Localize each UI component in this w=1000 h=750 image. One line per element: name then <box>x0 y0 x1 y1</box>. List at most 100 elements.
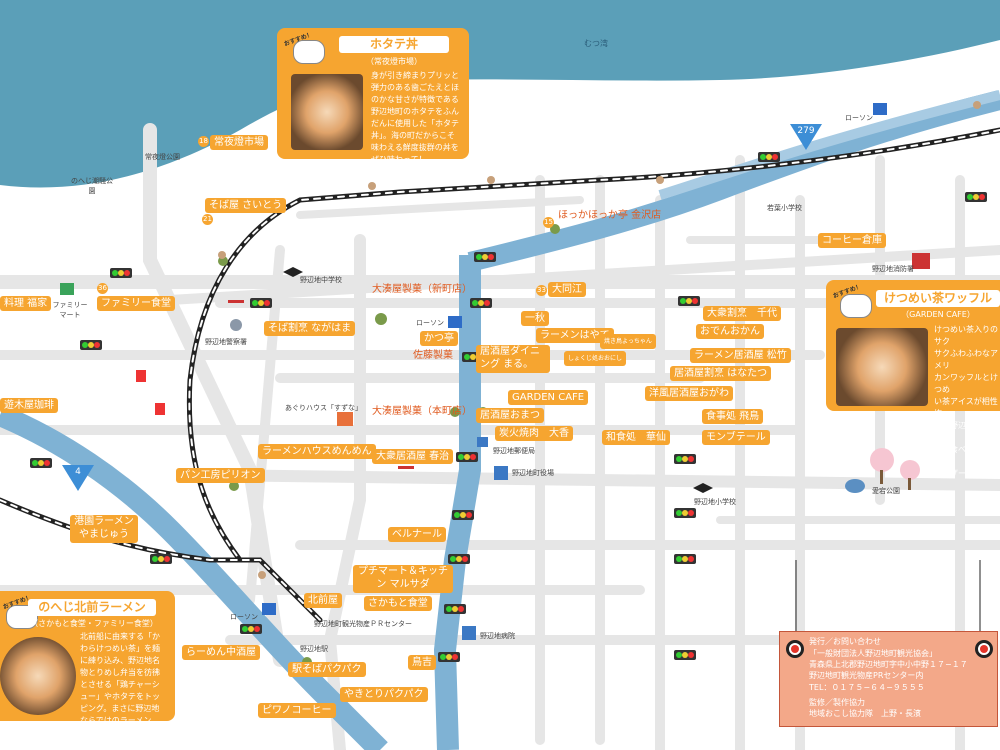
feature-card-waffle: おすすめ！ けつめい茶ワッフル （GARDEN CAFE） けつめい茶入りのサク… <box>826 280 1000 478</box>
post-office-icon <box>477 437 488 447</box>
info-line-4: 野辺地町観光物産PRセンター内 <box>809 671 924 680</box>
restaurant-label[interactable]: 和食処 華仙 <box>602 430 670 445</box>
feature-subtitle: （常夜燈市場） <box>366 57 422 66</box>
feature-card-hotate: おすすめ！ ホタテ丼 （常夜燈市場） 身が引き締まりプリッと 弾力のある歯ごたえ… <box>277 28 469 164</box>
familymart-icon <box>60 283 74 295</box>
place-wakaba-school: 若葉小学校 <box>767 204 802 212</box>
feature-title: けつめい茶ワッフル <box>876 290 1000 307</box>
feature-card-ramen: おすすめ！ のへじ北前ラーメン （さかもと食堂・ファミリー食堂） 北前船に由来す… <box>0 591 175 725</box>
restaurant-label[interactable]: モンブテール <box>702 430 770 445</box>
feature-description: 北前船に由来する「か わらけつめい茶」を麺 に練り込み、野辺地名 物とりめし弁当… <box>80 632 160 725</box>
pin-icon <box>786 640 804 658</box>
restaurant-label[interactable]: 佐藤製菓 <box>413 350 453 361</box>
number-badge: 15 <box>543 217 554 228</box>
sea-label: むつ湾 <box>584 39 608 48</box>
restaurant-label[interactable]: ラーメン居酒屋 松竹 <box>690 348 791 363</box>
restaurant-label[interactable]: らーめん中酒屋 <box>182 645 260 660</box>
feature-title: ホタテ丼 <box>339 36 449 53</box>
restaurant-label[interactable]: プチマート＆キッチン マルサダ <box>353 565 453 593</box>
place-junior-high: 野辺地中学校 <box>300 276 342 284</box>
restaurant-label[interactable]: 居酒屋割烹 はなたつ <box>670 366 772 381</box>
place-station: 野辺地駅 <box>300 645 328 653</box>
place-lawson-1: ローソン <box>845 114 873 122</box>
restaurant-label[interactable]: 遊木屋珈琲 <box>0 398 58 413</box>
place-town-hall: 野辺地町役場 <box>512 469 554 477</box>
town-hall-icon <box>494 466 508 480</box>
feature-title: のへじ北前ラーメン <box>28 599 156 616</box>
school-icon <box>283 267 713 493</box>
restaurant-label[interactable]: 大同江 <box>548 282 586 297</box>
restaurant-label[interactable]: そば屋 さいとう <box>205 198 287 213</box>
info-line-7: 地域おこし協力隊 上野・長濱 <box>809 709 921 718</box>
restaurant-label[interactable]: コーヒー倉庫 <box>818 233 886 248</box>
place-post-office: 野辺地郵便局 <box>493 447 535 455</box>
info-line-2: 「一般財団法人野辺地町観光協会」 <box>809 649 937 658</box>
fire-station-icon <box>912 253 930 269</box>
torii-icon <box>228 300 244 303</box>
windmill-icon <box>218 101 981 579</box>
info-sign: 発行／お問い合わせ 「一般財団法人野辺地町観光協会」 青森県上北郡野辺地町字中小… <box>779 631 998 727</box>
pin-icon <box>975 640 993 658</box>
restaurant-label[interactable]: 炭火焼肉 大香 <box>495 426 573 441</box>
pond <box>845 479 865 493</box>
restaurant-label[interactable]: 大衆割烹 千代 <box>703 306 781 321</box>
restaurant-label[interactable]: 大湊屋製菓（本町店） <box>372 406 472 417</box>
traffic-light-icon <box>30 152 987 662</box>
restaurant-label[interactable]: 居酒屋ダイニング まる。 <box>476 345 550 373</box>
restaurant-label[interactable]: 大衆居酒屋 春治 <box>372 449 454 464</box>
restaurant-label[interactable]: ラーメンハウスめんめん <box>258 444 376 459</box>
route-4-road <box>0 404 388 750</box>
restaurant-label[interactable]: ファミリー食堂 <box>97 296 175 311</box>
restaurant-label[interactable]: 料理 福家 <box>0 296 52 311</box>
restaurant-label[interactable]: 常夜燈市場 <box>210 135 268 150</box>
feature-subtitle: （さかもと食堂・ファミリー食堂） <box>30 619 158 628</box>
restaurant-label[interactable]: 居酒屋おまつ <box>476 408 544 423</box>
place-lawson-3: ローソン <box>230 613 258 621</box>
restaurant-label[interactable]: 焼き鳥よっちゃん <box>600 334 656 349</box>
restaurant-label[interactable]: ピワノコーヒー <box>258 703 336 718</box>
place-jyoyato-park: 常夜燈公園 <box>145 153 180 161</box>
restaurant-label[interactable]: ほっかほっか亭 金沢店 <box>558 210 662 221</box>
info-line-1: 発行／お問い合わせ <box>809 637 881 646</box>
feature-description: 身が引き締まりプリッと 弾力のある歯ごたえとほ のかな甘さが特徴である 野辺地町… <box>371 71 459 164</box>
place-agurihouse: あぐりハウス「すずな」 <box>285 404 362 412</box>
restaurant-label[interactable]: しょくじ処おおにし <box>564 351 627 366</box>
restaurant-label[interactable]: ラーメンはやて <box>536 328 614 343</box>
canal <box>467 90 1000 272</box>
place-lawson-2: ローソン <box>416 319 444 327</box>
sakura-icon <box>870 448 920 490</box>
restaurant-label[interactable]: 港園ラーメン やまじゅう <box>70 515 138 543</box>
hospital-icon <box>462 626 476 640</box>
restaurant-label[interactable]: パン工房ピリオン <box>176 468 265 483</box>
restaurant-label[interactable]: かつ亭 <box>420 331 458 346</box>
gas-station-icon <box>136 370 146 382</box>
torii-icon <box>398 466 414 469</box>
restaurant-label[interactable]: やきとりパクパク <box>340 687 428 702</box>
restaurant-label[interactable]: ベルナール <box>388 527 446 542</box>
place-police: 野辺地警察署 <box>205 338 247 346</box>
restaurant-label[interactable]: さかもと食堂 <box>364 596 432 611</box>
restaurant-label[interactable]: 一秋 <box>521 311 549 326</box>
restaurant-label[interactable]: 北前屋 <box>304 593 342 608</box>
restaurant-label[interactable]: 駅そばパクパク <box>288 662 366 677</box>
sign-strings <box>795 560 981 640</box>
lawson-icon <box>262 603 276 615</box>
restaurant-label[interactable]: 鳥吉 <box>408 655 436 670</box>
place-familymart: ファミリーマート <box>52 301 88 319</box>
restaurant-label[interactable]: 食事処 飛鳥 <box>702 409 764 424</box>
info-line-6: 監修／製作協力 <box>809 698 865 707</box>
restaurant-label[interactable]: おでんおかん <box>696 324 764 339</box>
pointing-hand-icon <box>293 40 325 64</box>
route-279-shield: 279 <box>790 124 822 150</box>
restaurant-label[interactable]: 洋風居酒屋おがわ <box>645 386 733 401</box>
pointing-hand-icon <box>840 294 872 318</box>
restaurant-label[interactable]: そば割烹 ながはま <box>264 321 356 336</box>
restaurant-label[interactable]: 大湊屋製菓（新町店） <box>372 284 472 295</box>
waffle-photo <box>836 328 928 406</box>
number-badge: 33 <box>536 285 547 296</box>
place-elementary: 野辺地小学校 <box>694 498 736 506</box>
route-279-road <box>658 90 1000 200</box>
info-line-5: TEL：０１７５−６４−９５５５ <box>809 683 925 692</box>
restaurant-label[interactable]: GARDEN CAFE <box>508 390 589 405</box>
